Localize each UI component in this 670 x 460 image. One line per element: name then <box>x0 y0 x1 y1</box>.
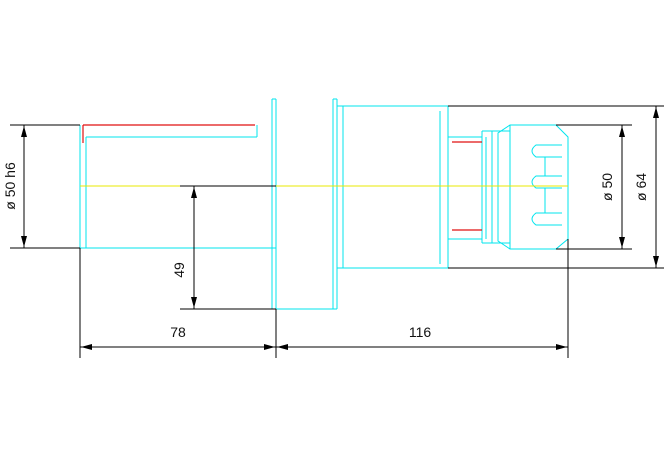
label-inner-diameter: ø 50 <box>599 173 615 201</box>
dimension-outer-diameter <box>448 105 664 269</box>
dimension-center-height <box>180 185 276 310</box>
label-left-length: 78 <box>170 324 186 340</box>
dimension-lines <box>10 105 664 358</box>
label-center-height: 49 <box>171 262 187 278</box>
label-shaft-diameter: ø 50 h6 <box>2 162 18 210</box>
dimension-left-length <box>80 344 276 350</box>
collet <box>497 124 569 250</box>
flange <box>271 98 338 310</box>
highlight-edges <box>82 124 482 231</box>
label-right-length: 116 <box>409 324 432 340</box>
label-outer-diameter: ø 64 <box>633 173 649 201</box>
body <box>337 105 449 269</box>
dimension-shaft-diameter <box>10 124 80 249</box>
dimension-right-length <box>276 344 568 350</box>
hub <box>448 130 510 244</box>
part-outline <box>79 98 569 310</box>
dimension-inner-diameter <box>556 124 632 250</box>
